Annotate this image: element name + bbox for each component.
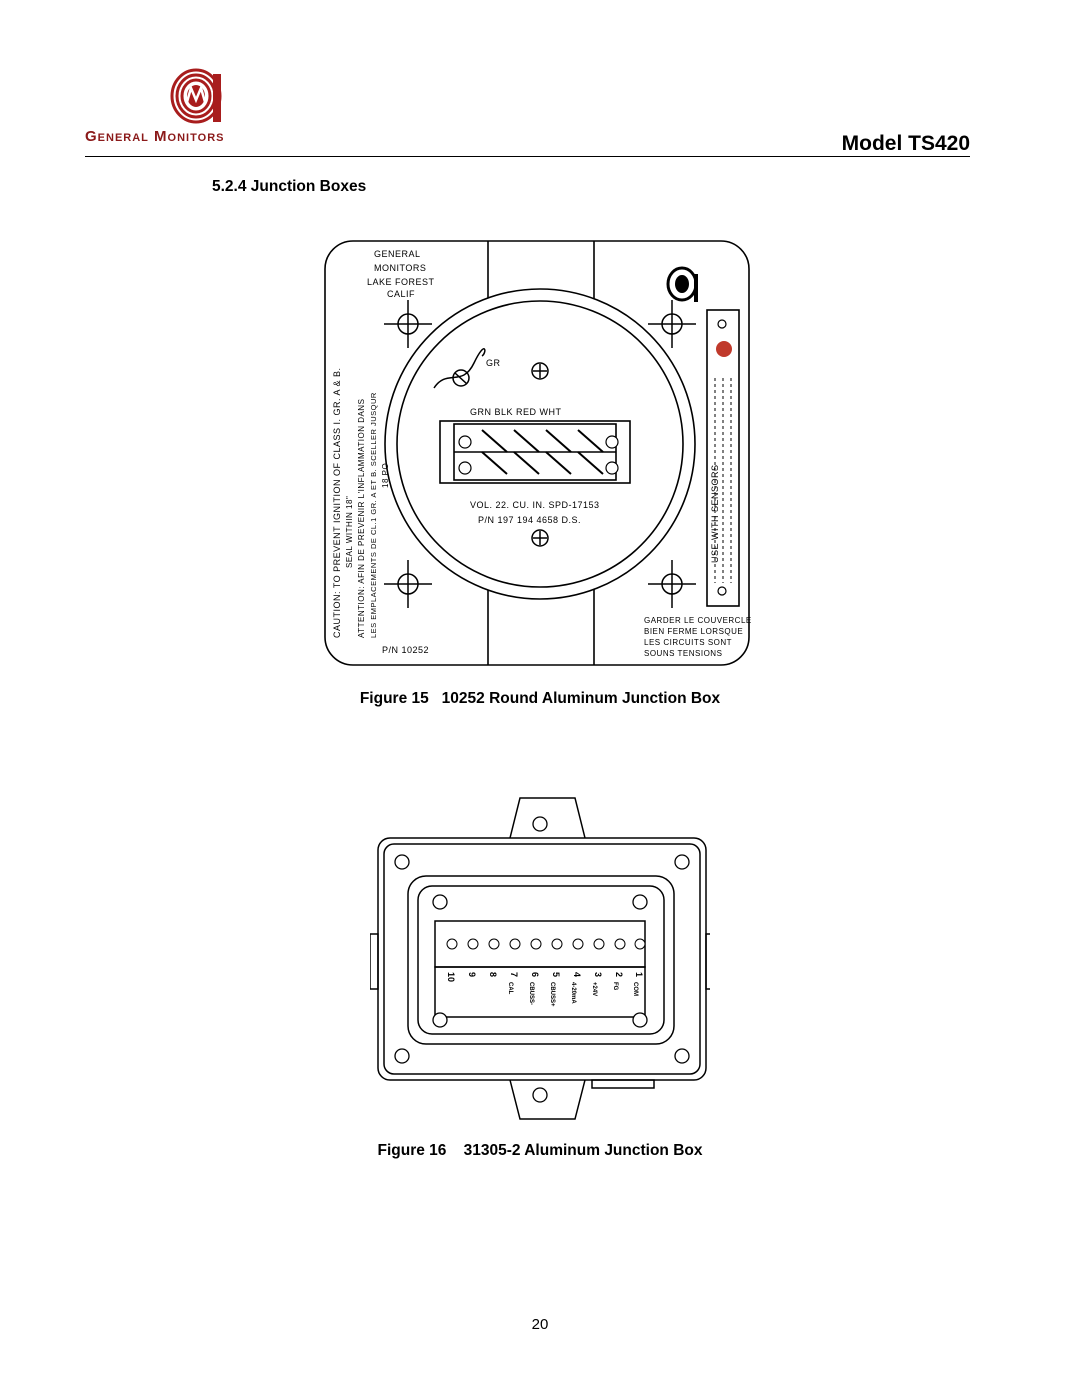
terminal-number: 9 [467, 972, 477, 977]
terminal-label: FG [612, 982, 618, 991]
maker-line-4: CALIF [387, 289, 415, 299]
round-junction-box-drawing: GENERAL MONITORS LAKE FOREST CALIF GR GR… [324, 240, 752, 666]
terminal-label: CAL [507, 982, 513, 995]
cover-note-2: BIEN FERME LORSQUE [644, 627, 743, 636]
volume-label: VOL. 22. CU. IN. SPD-17153 [470, 500, 600, 510]
terminal-label: 4-20mA [570, 982, 576, 1004]
header-rule [85, 156, 970, 157]
rect-junction-box-drawing: 10 9 8 7 6 5 4 3 2 1 CAL CBUSS- CBUSS+ 4… [370, 797, 710, 1120]
ground-label: GR [486, 358, 501, 368]
terminal-label: CBUSS- [528, 982, 534, 1005]
attention-line-2: LES EMPLACEMENTS DE CL.1 GR. A ET B. SCE… [369, 392, 378, 638]
cover-note-4: SOUNS TENSIONS [644, 649, 722, 658]
terminal-number: 8 [488, 972, 498, 977]
terminal-number: 10 [446, 972, 456, 982]
section-heading: 5.2.4 Junction Boxes [212, 178, 367, 195]
terminal-label: CBUSS+ [549, 982, 555, 1007]
part-number: P/N 10252 [382, 645, 429, 655]
terminal-number: 7 [509, 972, 519, 977]
terminal-number: 4 [572, 972, 582, 977]
maker-line-2: MONITORS [374, 263, 426, 273]
model-title: Model TS420 [841, 132, 970, 155]
terminal-number: 6 [530, 972, 540, 977]
page-number: 20 [531, 1316, 549, 1333]
maker-line-3: LAKE FOREST [367, 277, 435, 287]
cover-note-1: GARDER LE COUVERCLE [644, 616, 752, 625]
part-line: P/N 197 194 4658 D.S. [478, 515, 581, 525]
caution-line-1: CAUTION: TO PREVENT IGNITION OF CLASS I.… [332, 367, 342, 638]
attention-line-3: 18 PO [381, 463, 390, 488]
maker-line-1: GENERAL [374, 249, 421, 259]
terminal-number: 5 [551, 972, 561, 977]
terminal-number: 1 [634, 972, 644, 977]
gm-mark-icon [666, 266, 698, 302]
figure-16-caption: Figure 16 31305-2 Aluminum Junction Box [377, 1142, 703, 1159]
use-with-label: USE WITH SENSORS [710, 464, 720, 563]
csa-mark-icon [716, 341, 732, 357]
terminal-number: 3 [593, 972, 603, 977]
terminal-label: COM [632, 982, 638, 996]
wire-colors: GRN BLK RED WHT [470, 407, 562, 417]
general-monitors-logo [170, 68, 222, 124]
terminal-number: 2 [614, 972, 624, 977]
attention-line-1: ATTENTION: AFIN DE PREVENIR L'INFLAMMATI… [357, 399, 366, 638]
cover-note-3: LES CIRCUITS SONT [644, 638, 732, 647]
figure-15-caption: Figure 15 10252 Round Aluminum Junction … [359, 690, 721, 707]
brand-name: General Monitors [85, 128, 225, 145]
caution-line-2: SEAL WITHIN 18" [345, 496, 354, 568]
terminal-label: +24V [591, 982, 597, 996]
